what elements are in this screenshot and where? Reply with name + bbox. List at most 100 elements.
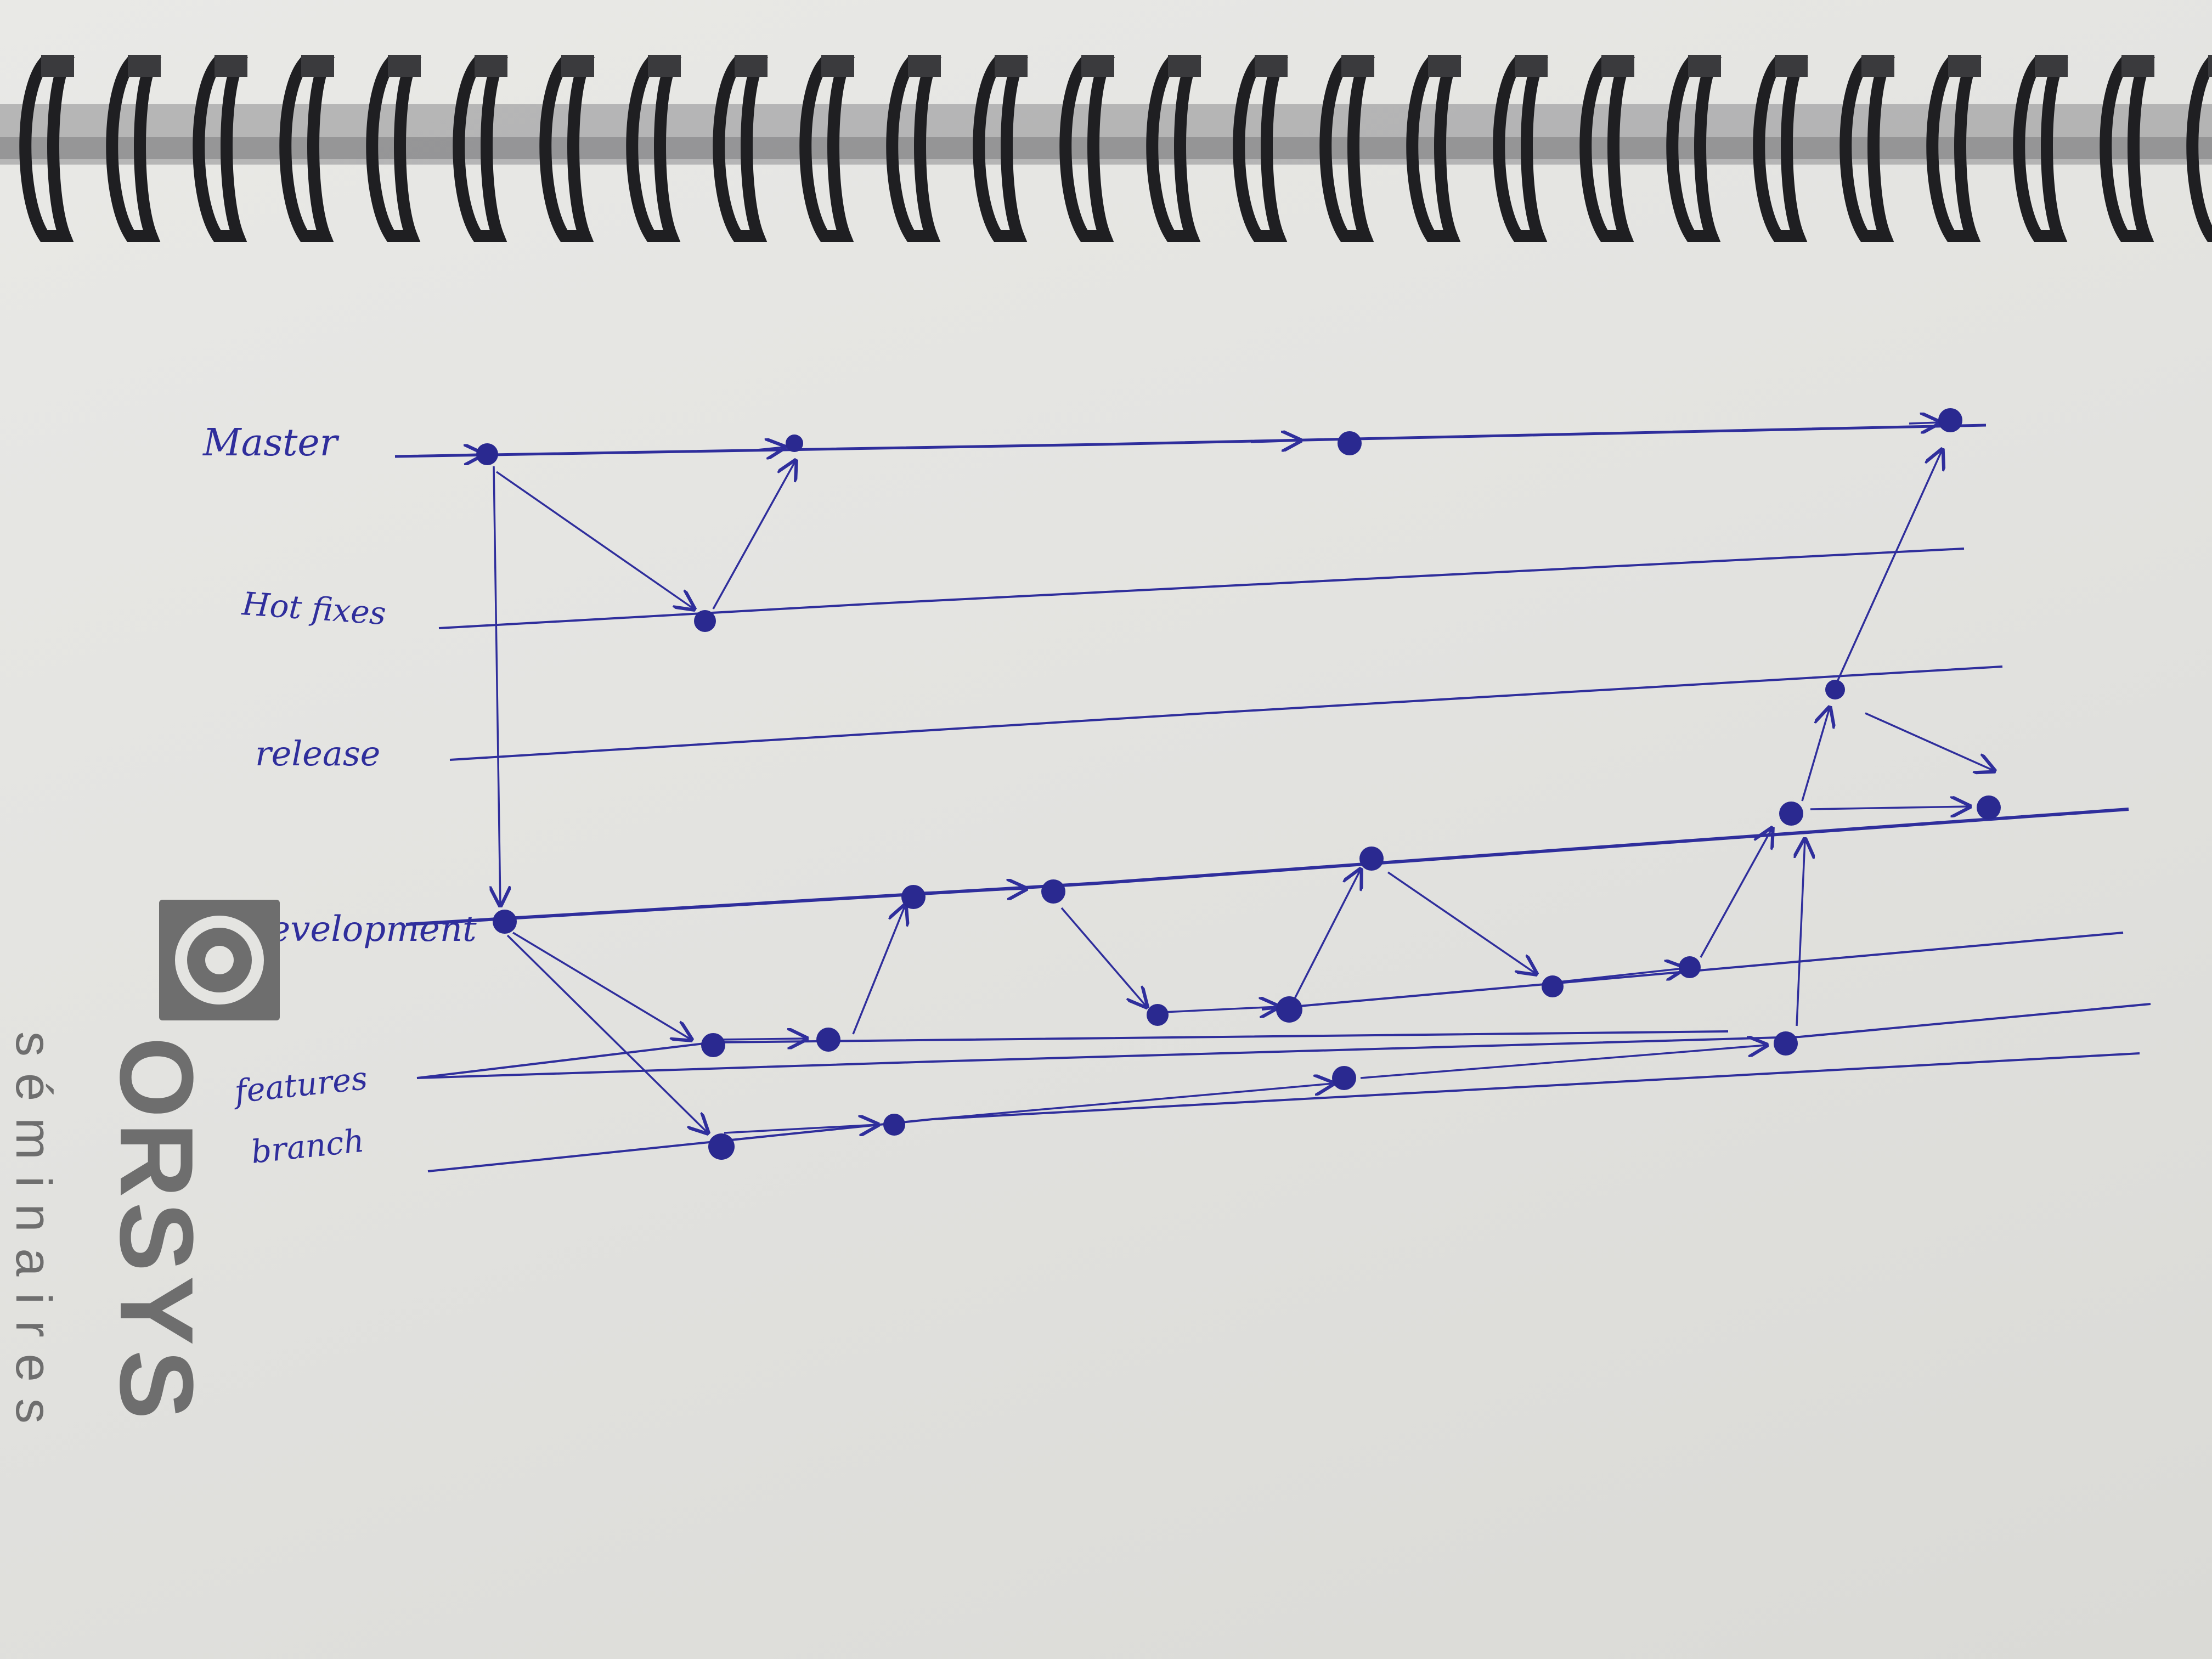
arrow-master-3 — [1250, 441, 1300, 442]
arrow-master-to-develop — [494, 466, 500, 905]
spiral-ring — [1666, 57, 1722, 242]
commit-dot — [1938, 408, 1962, 432]
development-line — [405, 808, 2129, 926]
commit-dot — [701, 1033, 725, 1057]
spiral-ring — [19, 57, 75, 242]
arrow-feature-to-develop-2 — [1294, 870, 1361, 999]
commit-dot — [708, 1133, 735, 1160]
spiral-ring — [1146, 57, 1201, 242]
spiral-ring — [1926, 57, 1982, 242]
spiral-ring-cap — [561, 55, 594, 77]
spiral-ring-cap — [2121, 55, 2154, 77]
spiral-ring — [279, 57, 335, 242]
release-label: release — [255, 733, 380, 774]
spiral-ring — [106, 57, 161, 242]
commit-dot — [1041, 879, 1065, 904]
hotfixes-label: Hot fixes — [240, 585, 387, 632]
commit-dot — [1147, 1004, 1169, 1026]
spiral-ring-cap — [735, 55, 768, 77]
arrow-master-to-hotfix — [496, 471, 694, 609]
branch-lines — [394, 424, 2151, 1172]
spiral-binding — [0, 55, 2212, 242]
spiral-ring-cap — [1081, 55, 1114, 77]
arrow-master-1 — [394, 454, 483, 456]
commit-dot — [1542, 975, 1564, 997]
commit-dot — [1338, 431, 1362, 455]
arrow-feat-1 — [718, 1039, 806, 1040]
spiral-ring-cap — [1861, 55, 1894, 77]
arrow-master-4 — [1909, 422, 1939, 424]
master-line — [394, 424, 1987, 458]
feature-line-d — [427, 1052, 2140, 1172]
commit-dot — [1359, 847, 1384, 871]
spiral-ring — [453, 57, 508, 242]
spiral-ring-cap — [215, 55, 247, 77]
spiral-ring — [1579, 57, 1635, 242]
spiral-ring — [1406, 57, 1462, 242]
spiral-ring — [1753, 57, 1808, 242]
commit-dot — [694, 610, 716, 632]
arrow-develop-to-feature1 — [512, 932, 691, 1040]
spiral-ring-cap — [1601, 55, 1634, 77]
spiral-ring — [193, 57, 248, 242]
spiral-ring — [1233, 57, 1288, 242]
spiral-ring-cap — [1341, 55, 1374, 77]
spiral-ring-cap — [128, 55, 161, 77]
commit-dot — [1977, 795, 2001, 820]
spiral-ring — [626, 57, 681, 242]
commit-dot — [883, 1114, 905, 1136]
commit-dot — [1774, 1031, 1798, 1056]
commit-dot — [816, 1028, 840, 1052]
spiral-ring — [1059, 57, 1115, 242]
spiral-ring — [713, 57, 768, 242]
spiral-ring — [366, 57, 421, 242]
arrow-release-to-master — [1837, 450, 1942, 681]
arrow-feature-to-develop-3 — [1700, 828, 1772, 958]
commit-dot — [493, 910, 517, 934]
spiral-ring-cap — [1428, 55, 1461, 77]
spiral-ring — [799, 57, 855, 242]
features-label-line1: features — [230, 1059, 369, 1110]
spiral-ring — [2013, 57, 2068, 242]
arrow-release-to-develop — [1865, 712, 1994, 771]
spiral-ring-cap — [648, 55, 681, 77]
arrow-feat-2 — [1163, 1007, 1278, 1012]
spiral-ring-cap — [995, 55, 1028, 77]
commit-dot — [786, 435, 803, 452]
spiral-ring-cap — [1515, 55, 1548, 77]
commit-dot — [1825, 680, 1845, 699]
arrow-dev-1 — [910, 889, 1026, 893]
hotfixes-line — [438, 548, 1965, 629]
arrow-develop-to-feature-3 — [1387, 871, 1536, 974]
merge-arrows — [394, 422, 1994, 1133]
commits — [476, 408, 2001, 1160]
spiral-ring-cap — [2208, 55, 2212, 77]
spiral-ring-cap — [1168, 55, 1201, 77]
arrow-feat-6 — [1360, 1045, 1767, 1079]
spiral-ring — [2100, 57, 2155, 242]
spiral-ring-cap — [388, 55, 421, 77]
arrow-develop-to-release — [1801, 708, 1830, 802]
spiral-ring — [1493, 57, 1548, 242]
spiral-ring-cap — [475, 55, 507, 77]
commit-dot — [476, 443, 498, 465]
commit-dot — [901, 885, 926, 909]
spiral-ring-cap — [1255, 55, 1288, 77]
spiral-ring-cap — [1775, 55, 1808, 77]
feature-line-c — [416, 1003, 2151, 1079]
arrow-dev-2 — [1810, 806, 1970, 809]
release-line — [449, 665, 2003, 761]
arrow-feat-4 — [724, 1125, 878, 1133]
spiral-ring — [1839, 57, 1895, 242]
spiral-ring-cap — [301, 55, 334, 77]
commit-dot — [1276, 996, 1302, 1023]
spiral-ring-cap — [41, 55, 74, 77]
spiral-ring — [886, 57, 941, 242]
master-label: Master — [202, 421, 340, 465]
commit-dot — [1679, 956, 1701, 978]
arrow-develop-to-feature2 — [506, 934, 708, 1133]
spiral-ring — [539, 57, 595, 242]
spiral-ring — [973, 57, 1028, 242]
commit-dot — [1779, 802, 1803, 826]
